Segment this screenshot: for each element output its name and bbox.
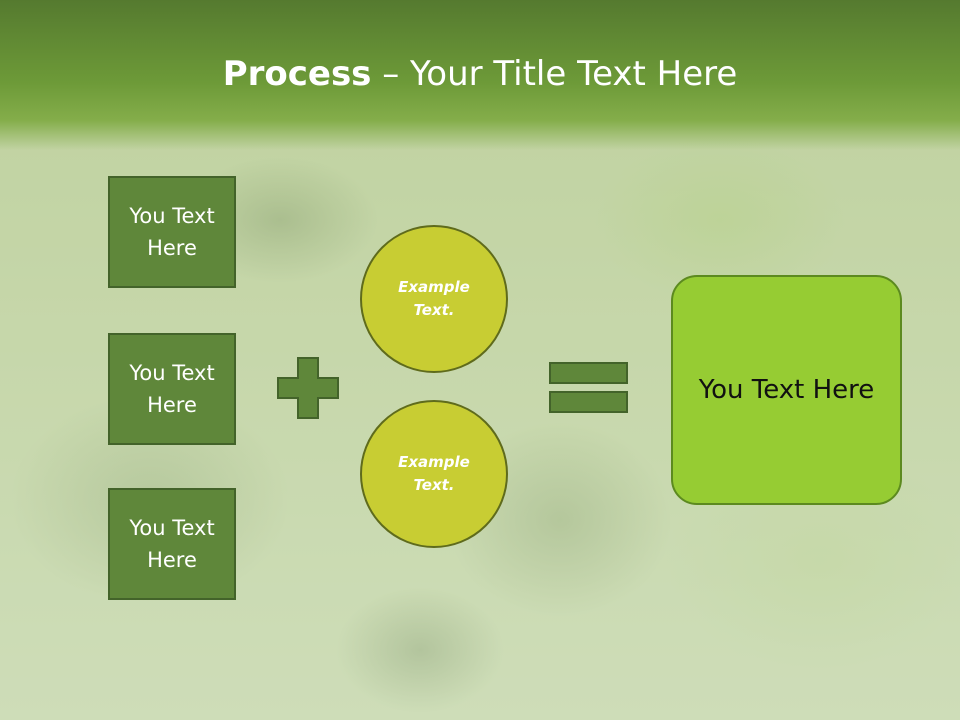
equals-icon: [549, 362, 628, 413]
example-circle-2: Example Text.: [360, 400, 508, 548]
title-rest: – Your Title Text Here: [371, 54, 738, 94]
result-box: You Text Here: [671, 275, 902, 505]
input-box-2: You Text Here: [108, 333, 236, 445]
input-box-3: You Text Here: [108, 488, 236, 600]
title-bar: Process – Your Title Text Here: [0, 0, 960, 150]
slide-title: Process – Your Title Text Here: [0, 52, 960, 96]
title-bold: Process: [222, 54, 372, 94]
input-box-1: You Text Here: [108, 176, 236, 288]
example-circle-1: Example Text.: [360, 225, 508, 373]
plus-icon: [277, 357, 339, 419]
